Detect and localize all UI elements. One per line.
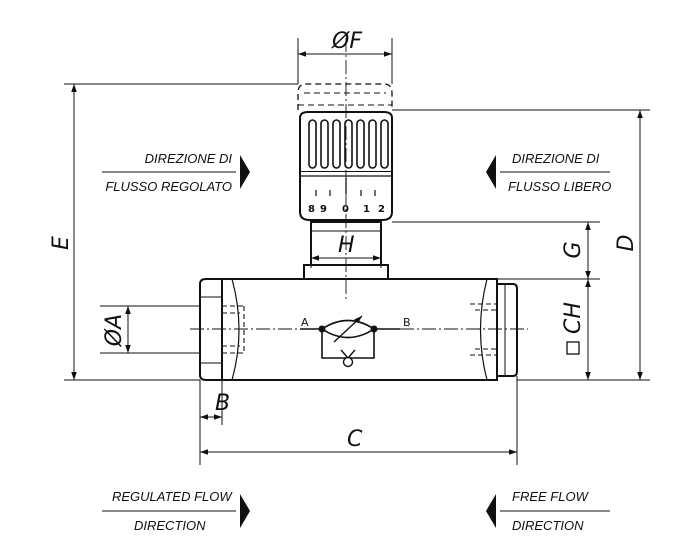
square-symbol <box>566 341 580 355</box>
note-top-left-line2: FLUSSO REGOLATO <box>105 179 232 194</box>
port-a-label: A <box>301 316 309 329</box>
note-bottom-right-line2: DIRECTION <box>512 518 584 533</box>
note-regulated-flow-en: REGULATED FLOW DIRECTION <box>102 489 250 533</box>
valve-body <box>199 278 518 381</box>
note-free-flow-en: FREE FLOW DIRECTION <box>486 489 610 533</box>
dim-label-f: ØF <box>331 29 362 54</box>
dim-label-ch: CH <box>561 302 586 334</box>
center-lines <box>190 38 528 330</box>
port-b-label: B <box>403 316 411 329</box>
dim-label-a: ØA <box>102 314 127 347</box>
arrow-left-icon <box>486 494 496 528</box>
note-free-flow-it: DIREZIONE DI FLUSSO LIBERO <box>486 151 611 194</box>
scale-digit-8: 8 <box>308 204 315 215</box>
scale-digit-0: 0 <box>342 204 349 215</box>
note-bottom-left-line2: DIRECTION <box>134 518 206 533</box>
note-top-right-line1: DIREZIONE DI <box>512 151 600 166</box>
scale-digit-2: 2 <box>378 204 385 215</box>
dim-label-c: C <box>347 427 363 452</box>
note-top-right-line2: FLUSSO LIBERO <box>508 179 611 194</box>
adjustment-knob <box>297 83 393 221</box>
note-regulated-flow-it: DIREZIONE DI FLUSSO REGOLATO <box>102 151 250 194</box>
note-bottom-right-line1: FREE FLOW <box>512 489 590 504</box>
dim-label-e: E <box>49 236 74 250</box>
dim-label-g: G <box>561 241 586 258</box>
arrow-right-icon <box>240 155 250 189</box>
dim-label-b: B <box>215 391 230 416</box>
note-top-left-line1: DIREZIONE DI <box>145 151 233 166</box>
scale-digit-1: 1 <box>363 204 370 215</box>
arrow-left-icon <box>486 155 496 189</box>
arrow-right-icon <box>240 494 250 528</box>
throttle-check-valve-symbol <box>300 315 400 368</box>
note-bottom-left-line1: REGULATED FLOW <box>112 489 233 504</box>
scale-digit-9: 9 <box>320 204 327 215</box>
knob-scale: 8 9 0 1 2 <box>308 204 385 215</box>
dimension-lines <box>64 38 650 465</box>
dim-label-d: D <box>614 235 639 252</box>
dim-label-h: H <box>338 233 355 258</box>
hidden-threads <box>222 303 497 356</box>
